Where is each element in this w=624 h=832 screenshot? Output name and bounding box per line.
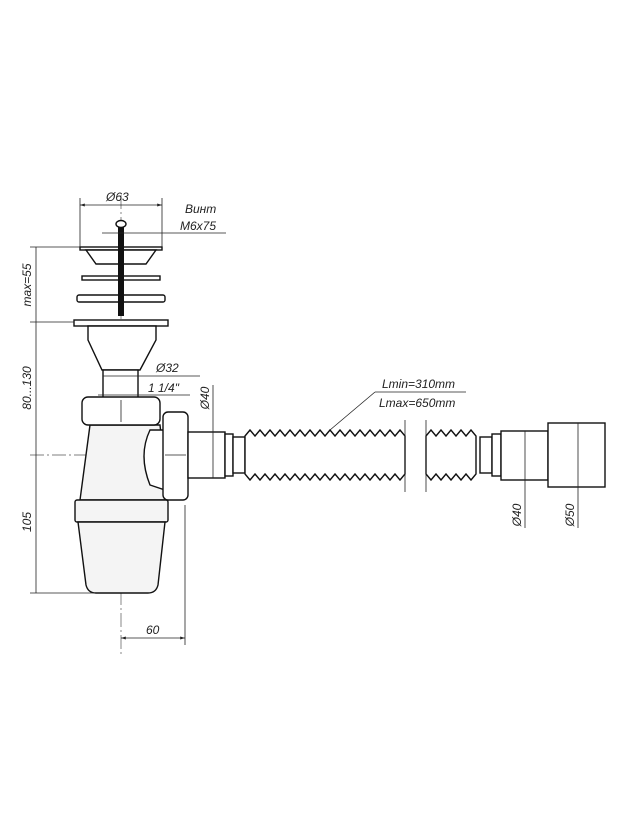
range-80-130-label: 80...130 <box>20 366 34 410</box>
dia-32-label: Ø32 <box>155 361 179 375</box>
screw-title-label: Винт <box>185 202 216 216</box>
screw <box>118 224 124 316</box>
lmin-label: Lmin=310mm <box>382 377 455 391</box>
dim-60-label: 60 <box>146 623 160 637</box>
dia-50-end-label: Ø50 <box>563 503 577 527</box>
strainer <box>76 219 166 316</box>
side-nut <box>162 411 189 501</box>
dia-40-outlet-label: Ø40 <box>198 386 212 410</box>
max-55-label: max=55 <box>20 263 34 306</box>
end-coupler <box>547 422 606 488</box>
screw-size-label: M6x75 <box>180 219 216 233</box>
thread-label: 1 1/4" <box>148 381 180 395</box>
dim-105-label: 105 <box>20 512 34 532</box>
dia-63-label: Ø63 <box>105 190 129 204</box>
dimensions <box>30 198 579 645</box>
lmax-label: Lmax=650mm <box>379 396 455 410</box>
dia-40-end-label: Ø40 <box>510 503 524 527</box>
corrugated-hose <box>187 420 606 492</box>
siphon-body <box>73 319 189 594</box>
